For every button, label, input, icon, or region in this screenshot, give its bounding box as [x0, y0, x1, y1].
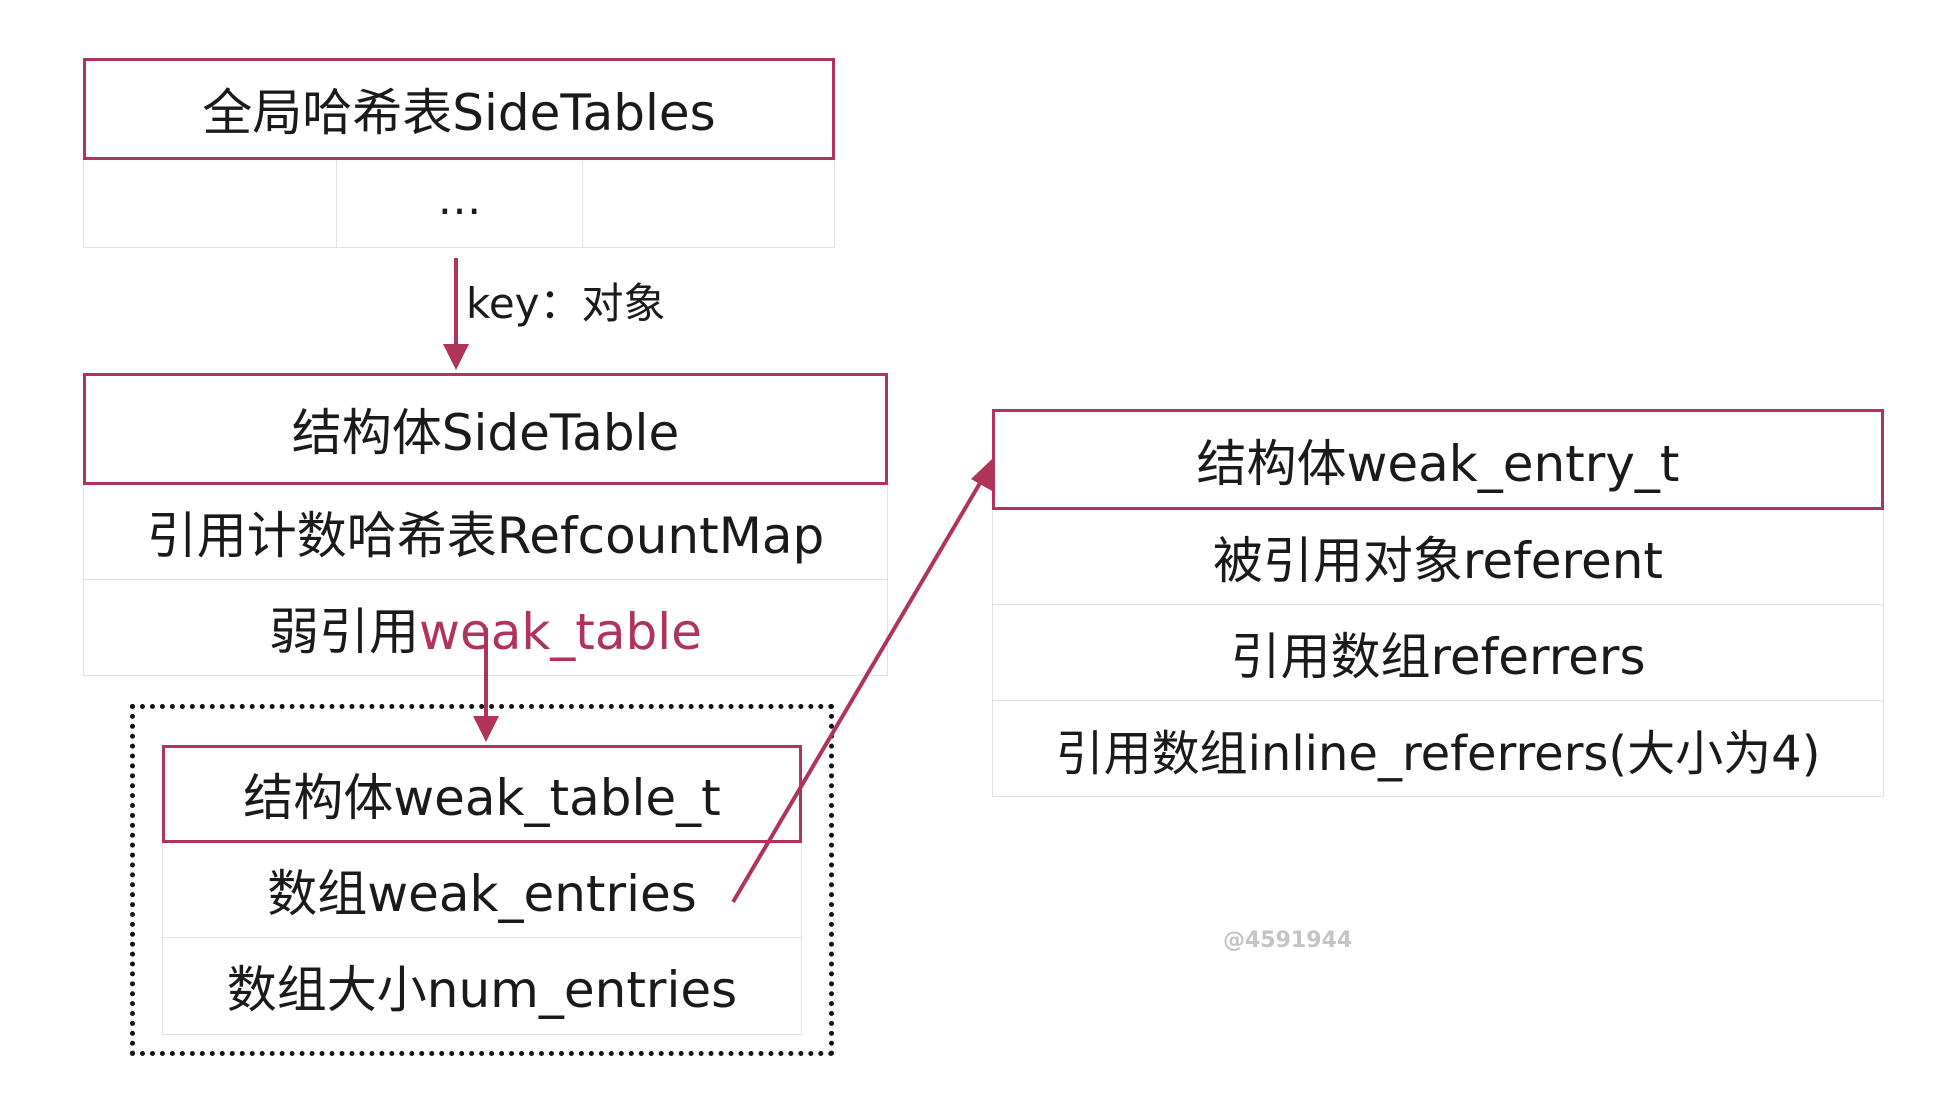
referrers-label: 引用数组referrers — [1230, 627, 1646, 686]
side-table-header: 结构体SideTable — [83, 373, 888, 485]
side-tables-ellipsis: … — [437, 173, 482, 225]
side-tables-title: 全局哈希表SideTables — [202, 84, 716, 142]
side-tables-slot-1 — [83, 158, 337, 248]
side-tables-slot-2: … — [336, 158, 583, 248]
weak-entry-t-title: 结构体weak_entry_t — [1196, 434, 1680, 493]
weak-entries-label: 数组weak_entries — [267, 864, 697, 923]
referrers-row: 引用数组referrers — [992, 604, 1884, 701]
weak-table-t-header: 结构体weak_table_t — [162, 745, 802, 843]
inline-referrers-row: 引用数组inline_referrers(大小为4) — [992, 700, 1884, 797]
inline-referrers-label: 引用数组inline_referrers(大小为4) — [1055, 725, 1821, 782]
weak-table-row: 弱引用weak_table — [83, 579, 888, 676]
weak-table-prefix: 弱引用 — [269, 602, 420, 661]
weak-entries-row: 数组weak_entries — [162, 841, 802, 938]
weak-table-label: 弱引用weak_table — [269, 592, 702, 664]
referent-row: 被引用对象referent — [992, 508, 1884, 605]
weak-entry-t-header: 结构体weak_entry_t — [992, 409, 1884, 510]
refcount-map-label: 引用计数哈希表RefcountMap — [146, 506, 825, 565]
side-table-title: 结构体SideTable — [291, 404, 680, 462]
side-tables-header: 全局哈希表SideTables — [83, 58, 835, 160]
weak-table-field: weak_table — [419, 602, 702, 661]
side-tables-slot-3 — [582, 158, 835, 248]
arrowhead-weakentryt — [971, 459, 992, 491]
key-label: key：对象 — [466, 279, 666, 328]
weak-table-t-title: 结构体weak_table_t — [243, 769, 721, 827]
watermark: @4591944 — [1223, 928, 1353, 953]
refcount-map-row: 引用计数哈希表RefcountMap — [83, 483, 888, 580]
num-entries-row: 数组大小num_entries — [162, 937, 802, 1035]
num-entries-label: 数组大小num_entries — [226, 961, 738, 1019]
referent-label: 被引用对象referent — [1212, 531, 1664, 590]
arrowhead-sidetable — [443, 344, 469, 370]
